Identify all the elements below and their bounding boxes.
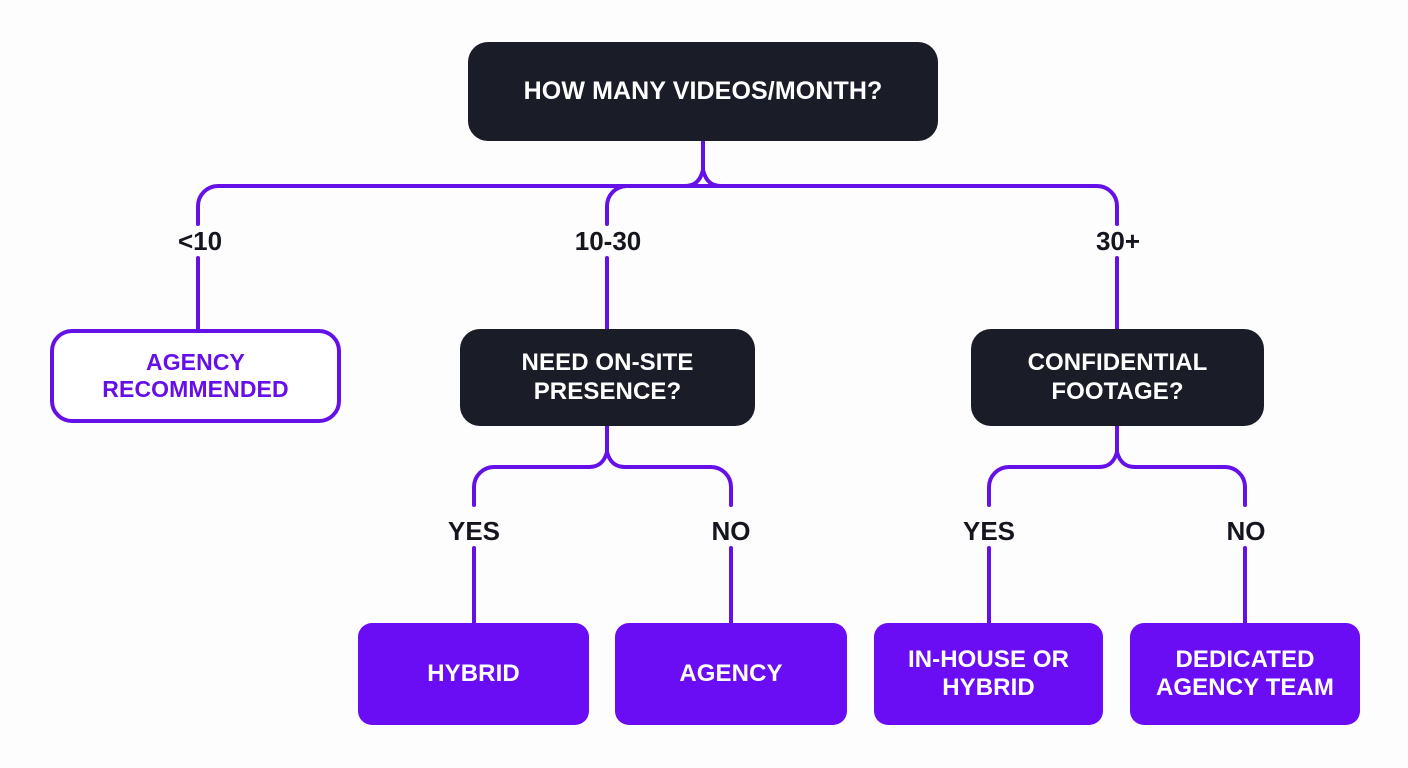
edge-label-videos-10-30: 10-30 — [574, 225, 642, 256]
edge-label-videos-under-10: <10 — [177, 225, 223, 256]
edge-branch-low — [196, 184, 686, 226]
edge-root-peak-right — [701, 168, 724, 188]
edge-label-onsite-no: NO — [711, 515, 751, 546]
node-outcome-in-house-or-hybrid[interactable]: IN-HOUSE OR HYBRID — [874, 623, 1103, 725]
edge-label-confidential-yes: YES — [962, 515, 1016, 546]
edge-label-onsite-yes: YES — [447, 515, 501, 546]
node-outcome-dedicated-agency-team[interactable]: DEDICATED AGENCY TEAM — [1130, 623, 1360, 725]
edge-label-videos-30-plus: 30+ — [1095, 225, 1141, 256]
edge-d1-no — [623, 465, 733, 507]
edge-d1-peak-right — [605, 450, 627, 469]
node-outcome-agency[interactable]: AGENCY — [615, 623, 847, 725]
edge-d2-peak-right — [1115, 450, 1137, 469]
edge-label-confidential-no: NO — [1226, 515, 1266, 546]
node-decision-confidential-footage[interactable]: CONFIDENTIAL FOOTAGE? — [971, 329, 1264, 426]
edge-root-peak-left — [682, 168, 705, 188]
edge-d2-peak-left — [1097, 450, 1119, 469]
node-outcome-hybrid[interactable]: HYBRID — [358, 623, 589, 725]
edge-d1-peak-left — [587, 450, 609, 469]
node-outcome-agency-recommended[interactable]: AGENCY RECOMMENDED — [50, 329, 341, 423]
edge-branch-high — [720, 184, 1119, 226]
node-decision-onsite-presence[interactable]: NEED ON-SITE PRESENCE? — [460, 329, 755, 426]
node-root-question[interactable]: HOW MANY VIDEOS/MONTH? — [468, 42, 938, 141]
edge-d2-yes — [987, 465, 1101, 507]
edge-d2-no — [1133, 465, 1247, 507]
edge-d1-yes — [472, 465, 591, 507]
edge-branch-mid — [605, 184, 724, 226]
